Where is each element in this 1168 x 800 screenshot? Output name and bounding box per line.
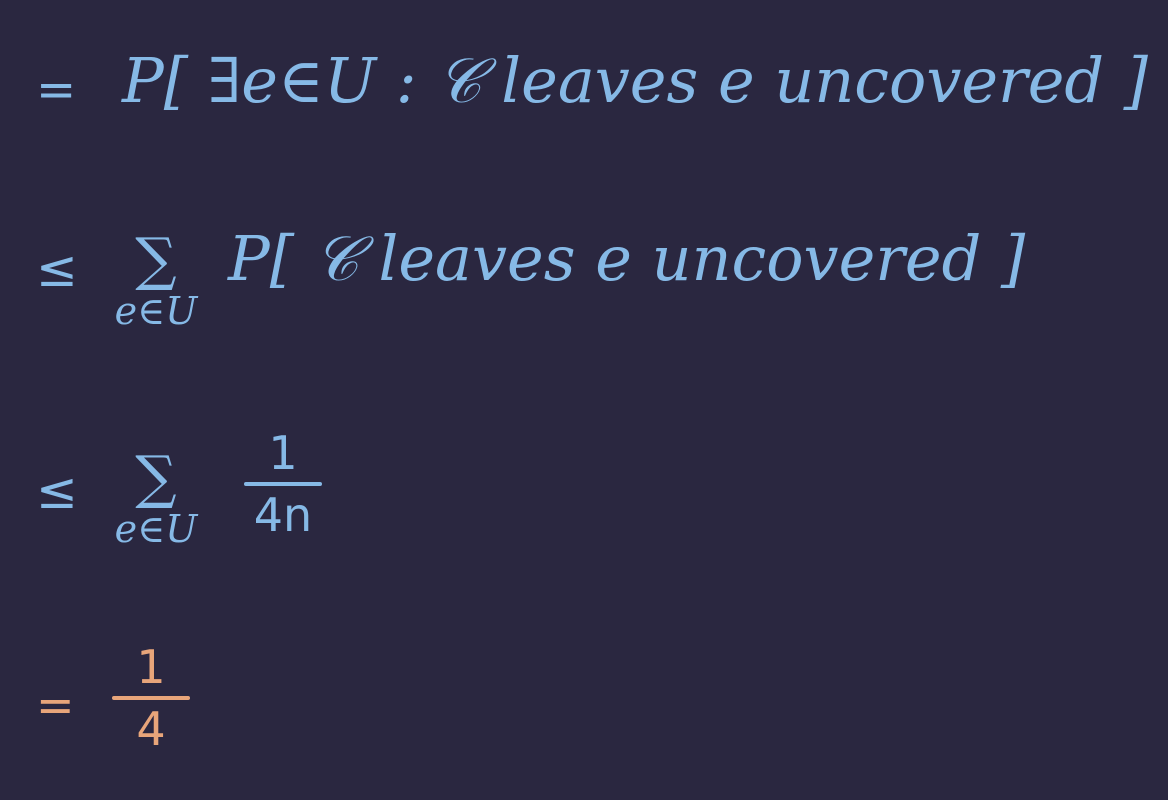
equation-line-3: ≤ ∑ e∈U 1 4n: [0, 420, 1168, 590]
sum-subscript: e∈U: [114, 507, 198, 551]
fraction-bar: [244, 482, 322, 486]
sum-subscript: e∈U: [114, 289, 198, 333]
probability-expression: P[ 𝒞 leaves e uncovered ]: [228, 222, 1026, 295]
fraction: 1 4n: [228, 430, 338, 538]
equals-sign: =: [36, 678, 75, 732]
equation-line-4: = 1 4: [0, 630, 1168, 790]
probability-expression: P[ ∃e∈U : 𝒞 leaves e uncovered ]: [122, 44, 1148, 117]
fraction: 1 4: [96, 644, 206, 752]
sum-symbol: ∑: [135, 225, 177, 293]
less-or-equal-sign: ≤: [36, 240, 78, 298]
equation-line-2: ≤ ∑ e∈U P[ 𝒞 leaves e uncovered ]: [0, 200, 1168, 360]
less-or-equal-sign: ≤: [36, 462, 78, 520]
equals-sign: =: [36, 62, 77, 118]
fraction-denominator: 4: [136, 702, 166, 756]
sum-symbol: ∑: [135, 443, 177, 511]
summation: ∑ e∈U: [96, 230, 216, 330]
summation: ∑ e∈U: [96, 448, 216, 548]
fraction-numerator: 1: [136, 640, 166, 694]
fraction-denominator: 4n: [253, 488, 313, 542]
equation-line-1: = P[ ∃e∈U : 𝒞 leaves e uncovered ]: [0, 0, 1168, 160]
fraction-numerator: 1: [268, 426, 298, 480]
fraction-bar: [112, 696, 190, 700]
